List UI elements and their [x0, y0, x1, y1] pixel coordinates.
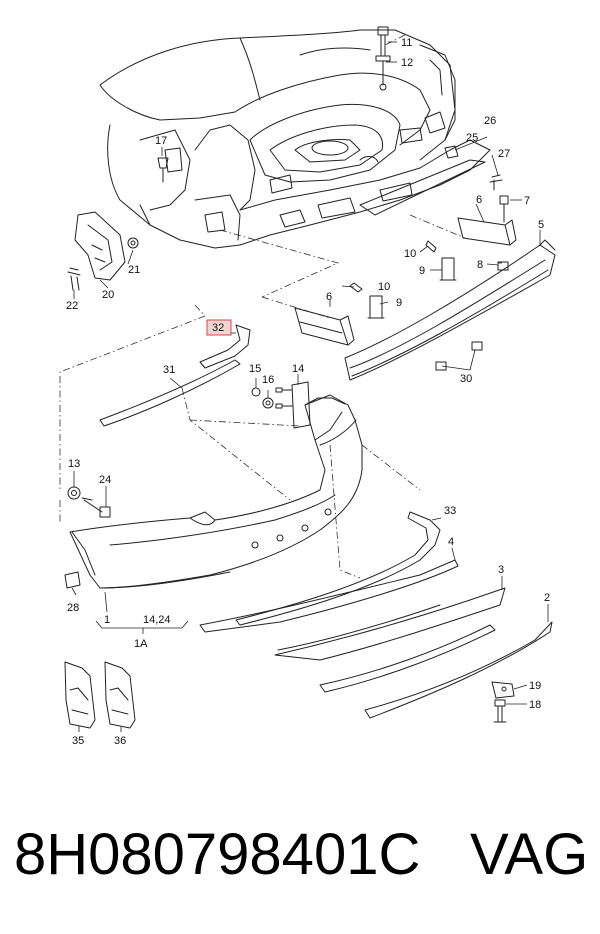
callout-13: 13 [68, 458, 80, 470]
car-body-rear [99, 29, 491, 249]
callout-2: 2 [544, 592, 550, 604]
clip-part-28 [64, 571, 81, 589]
part-number: 8H080798401C [14, 822, 421, 887]
mudflap-part-36 [104, 661, 136, 729]
small-parts-right [349, 145, 509, 319]
callout-12: 12 [401, 57, 413, 69]
grommet-part-13 [67, 486, 81, 500]
callout-35: 35 [72, 735, 84, 747]
callout-4: 4 [448, 536, 454, 548]
callout-5: 5 [538, 219, 544, 231]
clip-part-17 [157, 157, 169, 183]
callout-21: 21 [128, 264, 140, 276]
callout-16: 16 [262, 374, 274, 386]
callout-labels: 11 12 17 21 22 20 26 25 27 7 6 5 10 9 8 … [66, 37, 550, 747]
callout-9-lower: 9 [396, 297, 402, 309]
callout-17: 17 [155, 135, 167, 147]
footer: 8H080798401C VAG [0, 815, 600, 895]
strip-part-31 [99, 359, 241, 427]
callout-1A: 1A [134, 638, 148, 650]
trim-strip-part-33 [235, 511, 441, 626]
bracket-part-20 [67, 211, 139, 291]
callout-25: 25 [466, 132, 478, 144]
trim-strip-part-3 [274, 587, 506, 693]
callout-10-lower: 10 [378, 281, 390, 293]
assembly-lines [59, 34, 466, 579]
bumper-beam-part-5 [344, 239, 556, 381]
callout-30: 30 [460, 373, 472, 385]
callout-8: 8 [477, 259, 483, 271]
callout-11: 11 [401, 37, 412, 49]
nut-parts-15-16 [251, 387, 274, 409]
callout-32: 32 [212, 322, 224, 334]
callout-9-upper: 9 [419, 265, 425, 277]
brand-name: VAG [470, 822, 589, 887]
callout-7: 7 [524, 195, 530, 207]
callout-3: 3 [498, 564, 504, 576]
callout-20: 20 [102, 289, 114, 301]
callout-32-highlight [206, 319, 232, 336]
callout-36: 36 [114, 735, 126, 747]
callout-14-24: 14,24 [143, 614, 171, 626]
callout-14: 14 [292, 363, 304, 375]
bumper-cover-part-1 [69, 394, 363, 589]
callout-33: 33 [444, 505, 456, 517]
callout-22: 22 [66, 300, 78, 312]
bolt-part-11-12 [375, 26, 391, 91]
callout-19: 19 [529, 680, 541, 692]
trim-strip-part-4 [199, 559, 459, 651]
trim-strip-part-2 [364, 621, 553, 719]
callout-6-left: 6 [326, 291, 332, 303]
strip-part-32 [199, 324, 251, 369]
callout-1: 1 [104, 614, 110, 626]
mudflap-part-35 [64, 661, 96, 729]
exploded-parts-diagram: 11 12 17 21 22 20 26 25 27 7 6 5 10 9 8 … [59, 26, 556, 747]
callout-26: 26 [484, 115, 496, 127]
callout-6-right: 6 [476, 194, 482, 206]
stud-bracket-part-14 [275, 381, 311, 429]
callout-28: 28 [67, 602, 79, 614]
leader-lines [71, 41, 549, 732]
callout-10-upper: 10 [404, 248, 416, 260]
fastener-parts-18-19 [491, 681, 515, 723]
absorber-block-part-6 [294, 217, 517, 346]
callout-24: 24 [99, 474, 111, 486]
callout-31: 31 [163, 364, 175, 376]
callout-27: 27 [498, 148, 510, 160]
clip-part-24 [81, 497, 111, 518]
callout-15: 15 [249, 363, 261, 375]
callout-18: 18 [529, 699, 541, 711]
